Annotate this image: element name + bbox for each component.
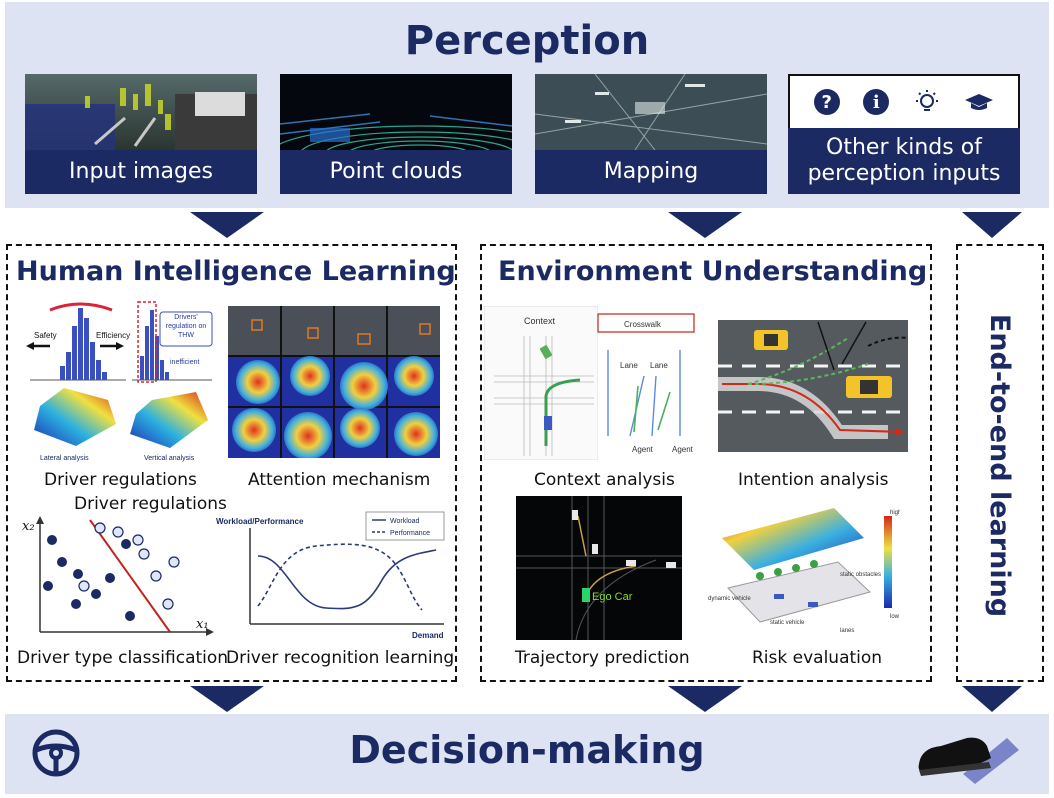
drivers-regulation-label: Drivers' regulation on THW <box>165 314 207 339</box>
trajectory-prediction-figure: Ego Car <box>516 496 682 640</box>
demand-axis-label: Demand <box>412 631 444 640</box>
mapping-card: Mapping <box>535 74 767 194</box>
safety-label: Safety <box>34 331 57 340</box>
other-inputs-label: Other kinds of perception inputs <box>788 128 1020 194</box>
static-obstacles-label: static obstacles <box>840 572 881 578</box>
arrow-end-to-end-to-decision <box>962 686 1022 712</box>
perception-title: Perception <box>404 18 650 64</box>
arrow-perception-to-end-to-end <box>962 212 1022 238</box>
risk-evaluation-figure: high low dynamic vehicle static vehicle … <box>704 498 900 638</box>
mapping-label: Mapping <box>535 150 767 194</box>
driver-type-classification-caption: Driver type classification <box>17 648 229 668</box>
input-images-card: Input images <box>25 74 257 194</box>
static-vehicle-label: static vehicle <box>770 620 805 626</box>
driver-regulations-caption: Driver regulations <box>44 470 197 490</box>
arrow-perception-to-environment <box>668 212 742 238</box>
end-to-end-title: End-to-end learning <box>984 313 1016 617</box>
risk-high-label: high <box>890 510 900 516</box>
decision-making-title: Decision-making <box>349 728 705 772</box>
human-intelligence-panel <box>6 244 457 682</box>
steering-wheel-icon <box>32 729 80 777</box>
arrow-perception-to-human <box>190 212 264 238</box>
mapping-thumbnail <box>535 74 767 150</box>
risk-evaluation-caption: Risk evaluation <box>752 648 883 668</box>
efficiency-label: Efficiency <box>96 331 130 340</box>
driver-regulations-figure: Safety Efficiency Drivers' regulation on… <box>20 296 216 466</box>
end-to-end-title-wrap: End-to-end learning <box>970 290 1030 640</box>
context-analysis-figure: Context Crosswalk Lane Lane Agent Agent <box>484 306 698 460</box>
lane-label-2: Lane <box>650 361 668 370</box>
question-icon: ? <box>813 89 840 115</box>
lightbulb-icon <box>915 90 938 111</box>
arrow-environment-to-decision <box>668 686 742 712</box>
perception-band: Perception Input images <box>5 2 1049 208</box>
driver-type-classification-figure: x₂ x₁ <box>18 514 214 638</box>
x2-axis-label: x₂ <box>22 519 35 534</box>
dynamic-vehicle-label: dynamic vehicle <box>708 596 751 602</box>
driver-regulations-caption-duplicate: Driver regulations <box>74 494 227 514</box>
x1-axis-label: x₁ <box>196 617 209 632</box>
lateral-analysis-label: Lateral analysis <box>40 455 89 462</box>
context-label: Context <box>524 316 556 326</box>
inefficient-label: inefficient <box>170 359 200 366</box>
point-clouds-card: Point clouds <box>280 74 512 194</box>
end-to-end-panel <box>956 244 1044 682</box>
graduation-cap-icon <box>965 94 994 110</box>
driver-recognition-caption: Driver recognition learning <box>226 648 455 668</box>
intention-analysis-caption: Intention analysis <box>738 470 889 490</box>
context-analysis-caption: Context analysis <box>534 470 675 490</box>
lanes-label: lanes <box>840 628 854 634</box>
arrow-human-to-decision <box>190 686 264 712</box>
attention-mechanism-figure <box>228 306 440 458</box>
vertical-analysis-label: Vertical analysis <box>144 455 195 462</box>
point-clouds-thumbnail <box>280 74 512 150</box>
other-inputs-label-line2: perception inputs <box>807 161 1001 186</box>
info-icon: i <box>863 89 890 115</box>
other-inputs-card: ? i Other kinds of perception inputs <box>788 74 1020 194</box>
risk-low-label: low <box>890 614 900 620</box>
human-intelligence-title: Human Intelligence Learning <box>16 256 456 287</box>
other-inputs-label-line1: Other kinds of <box>826 134 982 160</box>
input-images-label: Input images <box>25 150 257 194</box>
crosswalk-label: Crosswalk <box>624 320 662 329</box>
decision-making-band: Decision-making <box>5 714 1049 794</box>
input-images-thumbnail <box>25 74 257 150</box>
workload-legend: Workload <box>390 518 420 525</box>
lane-label-1: Lane <box>620 361 638 370</box>
environment-understanding-title: Environment Understanding <box>498 256 928 287</box>
attention-mechanism-caption: Attention mechanism <box>248 470 431 490</box>
agent-label-2: Agent <box>672 445 694 454</box>
other-inputs-icon-row: ? i <box>788 74 1020 130</box>
workload-performance-axis-label: Workload/Performance <box>216 517 304 526</box>
trajectory-prediction-caption: Trajectory prediction <box>515 648 690 668</box>
foot-pedal-icon <box>918 737 1019 784</box>
agent-label-1: Agent <box>632 445 654 454</box>
ego-car-label: Ego Car <box>592 591 633 603</box>
environment-understanding-panel <box>480 244 932 682</box>
driver-recognition-figure: Workload/Performance Demand Workload Per… <box>216 510 448 644</box>
point-clouds-label: Point clouds <box>280 150 512 194</box>
performance-legend: Performance <box>390 530 430 537</box>
intention-analysis-figure <box>718 320 908 452</box>
